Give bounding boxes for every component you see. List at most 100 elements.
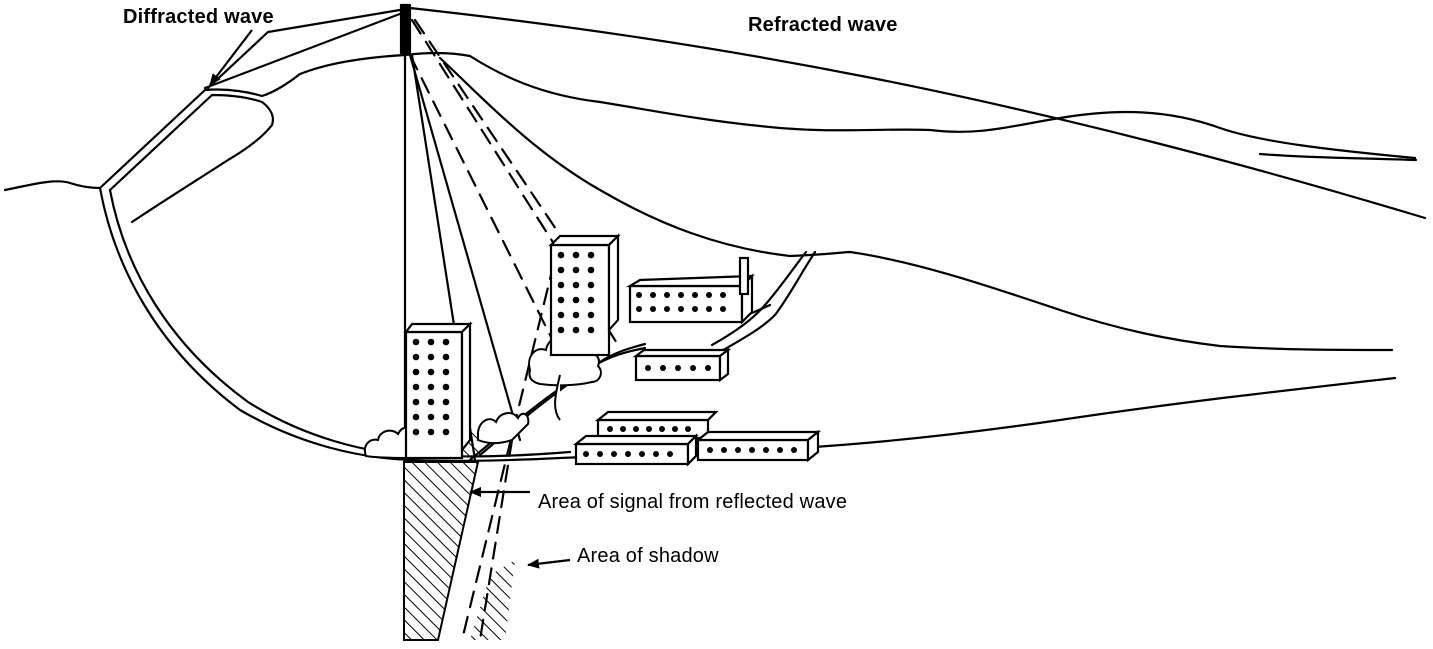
road-back-inner <box>710 250 808 347</box>
dashed-ray-1 <box>408 53 557 347</box>
window-dot <box>442 353 450 361</box>
window-dot <box>633 426 639 432</box>
bush-left <box>364 426 411 460</box>
left-slope-outer <box>98 186 412 462</box>
distant-ridge <box>1258 152 1418 162</box>
diffracted-line-1 <box>206 30 270 90</box>
window-dot <box>664 306 670 312</box>
building-middle-windows <box>557 251 595 334</box>
diffracted-arrow <box>209 29 253 86</box>
window-dot <box>572 281 580 289</box>
window-dot <box>611 451 617 457</box>
window-dot <box>557 296 565 304</box>
window-dot <box>572 326 580 334</box>
window-dot <box>690 365 696 371</box>
factory <box>626 256 755 325</box>
left-outer-ridge <box>3 53 407 192</box>
window-dot <box>672 426 678 432</box>
window-dot <box>587 311 595 319</box>
window-dot <box>412 338 420 346</box>
window-dot <box>412 398 420 406</box>
road-building <box>632 347 732 383</box>
window-dot <box>572 296 580 304</box>
window-dot <box>650 292 656 298</box>
diffracted-wave-label: Diffracted wave <box>123 6 274 28</box>
window-dot <box>587 251 595 259</box>
window-dot <box>587 326 595 334</box>
window-dot <box>442 428 450 436</box>
reflected-area-hatch <box>403 461 480 641</box>
window-dot <box>625 451 631 457</box>
shadow-area-label: Area of shadow <box>577 545 719 567</box>
window-dot <box>557 251 565 259</box>
window-dot <box>685 426 691 432</box>
window-dot <box>442 413 450 421</box>
factory-windows <box>636 292 726 312</box>
window-dot <box>427 428 435 436</box>
left-inner-ridge <box>108 93 274 224</box>
window-dot <box>412 383 420 391</box>
window-dot <box>427 398 435 406</box>
road-back-outer <box>718 250 817 354</box>
window-dot <box>427 353 435 361</box>
window-dot <box>706 306 712 312</box>
window-dot <box>721 447 727 453</box>
window-dot <box>557 311 565 319</box>
dashed-ray-4 <box>460 236 562 642</box>
window-dot <box>583 451 589 457</box>
window-dot <box>620 426 626 432</box>
building-middle <box>548 233 621 357</box>
window-dot <box>675 365 681 371</box>
window-dot <box>587 296 595 304</box>
window-dot <box>427 368 435 376</box>
front-buildings <box>572 410 822 467</box>
window-dot <box>636 292 642 298</box>
diffracted-line-2 <box>266 8 402 34</box>
shadow-arrow <box>527 558 571 569</box>
window-dot <box>572 311 580 319</box>
window-dot <box>707 447 713 453</box>
window-dot <box>442 368 450 376</box>
building-left-windows <box>412 338 450 436</box>
left-slope-inner <box>108 188 412 457</box>
window-dot <box>442 338 450 346</box>
reflected-area-label: Area of signal from reflected wave <box>538 491 848 513</box>
window-dot <box>597 451 603 457</box>
window-dot <box>777 447 783 453</box>
window-dot <box>735 447 741 453</box>
bush-right <box>477 412 530 444</box>
window-dot <box>664 292 670 298</box>
window-dot <box>572 266 580 274</box>
window-dot <box>646 426 652 432</box>
road-building-windows <box>645 365 711 371</box>
shadow-area-hatch <box>470 560 515 640</box>
window-dot <box>412 413 420 421</box>
window-dot <box>427 338 435 346</box>
window-dot <box>572 251 580 259</box>
window-dot <box>587 266 595 274</box>
window-dot <box>763 447 769 453</box>
window-dot <box>650 306 656 312</box>
bush-mid-2 <box>554 374 561 421</box>
window-dot <box>705 365 711 371</box>
window-dot <box>412 368 420 376</box>
window-dot <box>659 426 665 432</box>
window-dot <box>678 306 684 312</box>
window-dot <box>639 451 645 457</box>
window-dot <box>653 451 659 457</box>
transmitter-tower <box>399 3 412 55</box>
window-dot <box>720 292 726 298</box>
window-dot <box>636 306 642 312</box>
window-dot <box>427 413 435 421</box>
refracted-wave-line <box>408 6 1427 220</box>
window-dot <box>645 365 651 371</box>
window-dot <box>706 292 712 298</box>
refracted-wave-label: Refracted wave <box>748 14 898 36</box>
window-dot <box>692 306 698 312</box>
lower-ridge <box>438 56 1394 352</box>
window-dot <box>557 281 565 289</box>
window-dot <box>660 365 666 371</box>
diffracted-line-3 <box>203 10 407 90</box>
